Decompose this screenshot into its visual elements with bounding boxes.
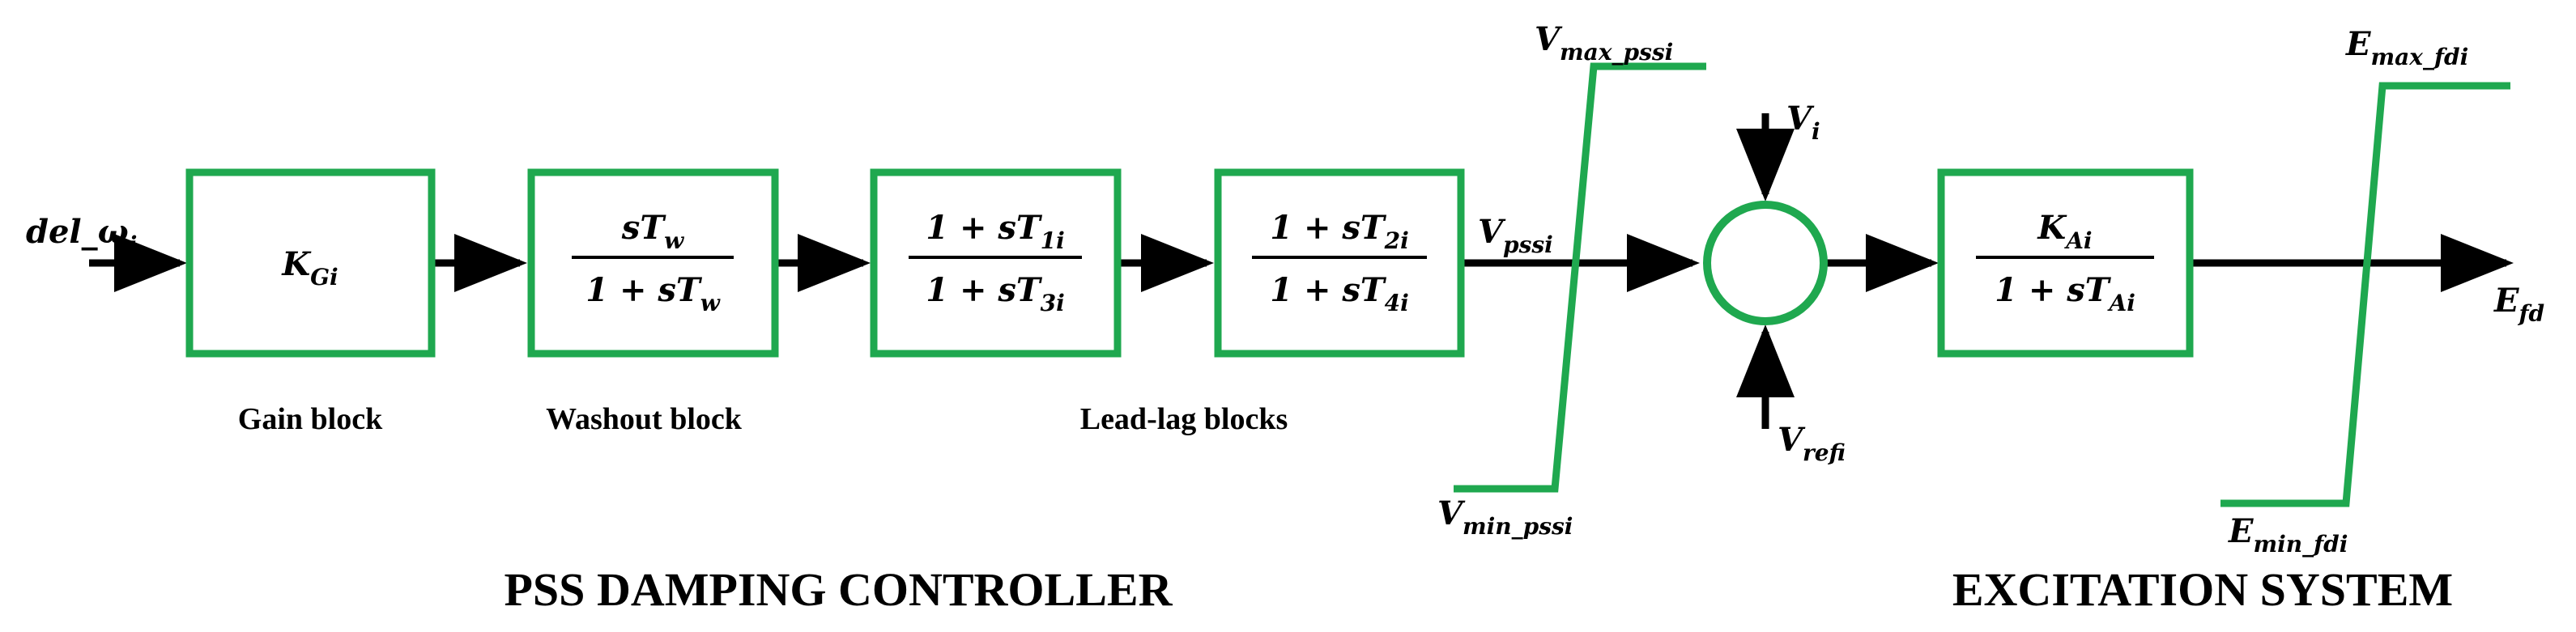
gain-block <box>185 168 436 358</box>
leadlag1-numerator: 1 + sT1i <box>926 209 1065 254</box>
leadlag-blocks-caption: Lead-lag blocks <box>1080 402 1288 436</box>
summing-junction <box>1703 201 1828 325</box>
washout-block <box>527 168 779 358</box>
emin-label: Emin_fdi <box>2228 512 2348 558</box>
washout-block-caption: Washout block <box>546 402 743 436</box>
washout-numerator: sTw <box>621 209 684 254</box>
pss-limiter <box>1454 62 1706 493</box>
gain-block-formula: KGi <box>281 245 338 291</box>
vi-label: Vi <box>1786 100 1820 145</box>
vref-label: Vrefi <box>1778 421 1846 466</box>
washout-denominator: 1 + sTw <box>585 271 720 316</box>
excitation-section-title: EXCITATION SYSTEM <box>1952 563 2453 616</box>
emax-label: Emax_fdi <box>2345 25 2468 70</box>
leadlag1-denominator: 1 + sT3i <box>926 271 1065 316</box>
vmax-label: Vmax_pssi <box>1535 20 1673 66</box>
vmin-label: Vmin_pssi <box>1437 494 1573 540</box>
vpss-label: Vpssi <box>1478 213 1553 258</box>
leadlag-block-2 <box>1214 168 1465 358</box>
input-label: del_ωi <box>26 213 137 258</box>
exciter-numerator: KAi <box>2037 209 2092 254</box>
leadlag2-denominator: 1 + sT4i <box>1270 271 1409 316</box>
efd-label: Efd <box>2493 282 2544 327</box>
gain-block-caption: Gain block <box>238 402 383 436</box>
exciter-denominator: 1 + sTAi <box>1995 271 2135 316</box>
pss-section-title: PSS DAMPING CONTROLLER <box>505 563 1173 616</box>
exciter-block <box>1937 168 2194 358</box>
leadlag-block-1 <box>870 168 1122 358</box>
exciter-limiter <box>2220 82 2510 507</box>
leadlag2-numerator: 1 + sT2i <box>1270 209 1409 254</box>
